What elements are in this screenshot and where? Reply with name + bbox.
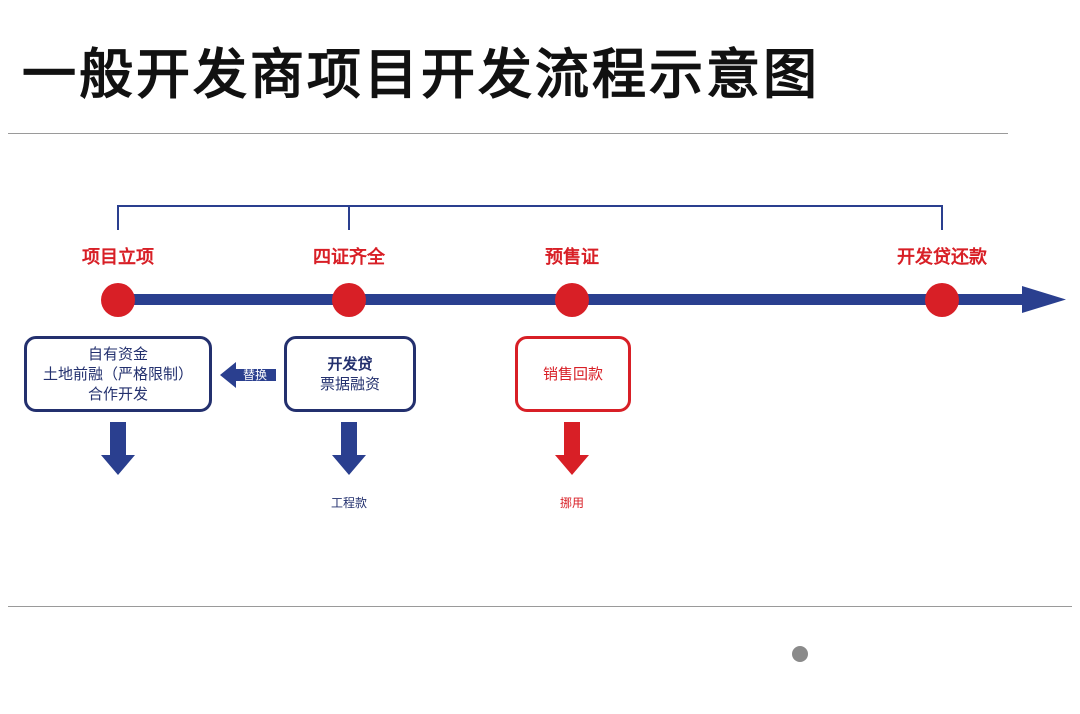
pagination-dot[interactable] [792, 646, 808, 662]
misuse-label: 挪用 [559, 496, 585, 510]
self-funding-line-1: 自有资金 [87, 345, 148, 363]
dev-loan-title: 开发贷 [327, 355, 373, 373]
self-funding-box: 自有资金 土地前融（严格限制） 合作开发 [24, 336, 212, 412]
milestone-label-1: 项目立项 [82, 247, 154, 268]
down-arrow-engineering [332, 422, 366, 475]
milestone-label-3: 预售证 [545, 247, 599, 268]
self-funding-line-3: 合作开发 [87, 385, 148, 403]
milestone-dot-3 [555, 283, 589, 317]
replace-arrow [220, 362, 276, 388]
milestone-bracket [117, 205, 943, 230]
down-arrow-funding [101, 422, 135, 475]
milestone-label-4: 开发贷还款 [897, 247, 987, 268]
page-title: 一般开发商项目开发流程示意图 [22, 43, 820, 106]
bottom-divider [8, 606, 1072, 607]
milestone-label-2: 四证齐全 [313, 247, 385, 268]
milestone-dot-1 [101, 283, 135, 317]
top-divider [8, 133, 1008, 134]
dev-loan-box: 开发贷 票据融资 [284, 336, 416, 412]
milestone-dot-2 [332, 283, 366, 317]
timeline-arrowhead [1022, 286, 1066, 313]
milestone-dot-4 [925, 283, 959, 317]
dev-loan-subtitle: 票据融资 [319, 375, 380, 393]
sales-label: 销售回款 [542, 365, 603, 383]
down-arrow-misuse [555, 422, 589, 475]
sales-box: 销售回款 [515, 336, 631, 412]
replace-label: 替换 [242, 368, 267, 382]
engineering-label: 工程款 [330, 496, 368, 510]
self-funding-line-2: 土地前融（严格限制） [42, 365, 193, 383]
